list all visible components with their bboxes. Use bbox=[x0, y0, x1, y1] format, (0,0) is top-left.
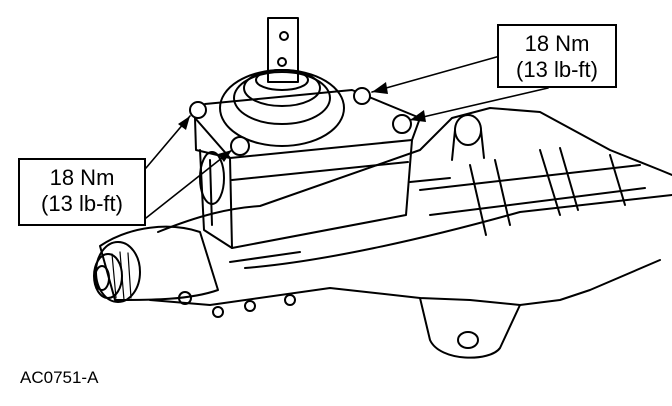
torque-value-nm: 18 Nm bbox=[524, 31, 590, 56]
case-rib-7 bbox=[429, 187, 646, 216]
housing-side-opening bbox=[199, 151, 225, 205]
bolt-front-left bbox=[189, 101, 207, 119]
case-outline bbox=[157, 107, 672, 233]
arrowhead-right-1 bbox=[372, 82, 388, 94]
case-rib-4 bbox=[559, 147, 579, 211]
bolt-rear-top bbox=[353, 87, 371, 105]
shifter-dome-inner bbox=[243, 69, 321, 107]
output-shaft-core bbox=[94, 265, 110, 291]
shift-lever bbox=[267, 17, 299, 83]
case-rib-8 bbox=[409, 177, 451, 183]
shifter-dome-mid bbox=[233, 71, 331, 125]
flange-bolt-1 bbox=[178, 291, 192, 305]
case-inner-line-1 bbox=[244, 194, 672, 269]
leader-right-2 bbox=[409, 87, 549, 121]
torque-value-lbft: (13 lb-ft) bbox=[41, 191, 123, 216]
flange-bolt-2 bbox=[212, 306, 224, 318]
case-rib-2 bbox=[494, 159, 511, 226]
arrowhead-left-1 bbox=[178, 116, 190, 130]
figure-id-label: AC0751-A bbox=[20, 368, 99, 387]
torque-value-nm: 18 Nm bbox=[49, 165, 115, 190]
flange-bolt-4 bbox=[284, 294, 296, 306]
case-inner-line-2 bbox=[229, 251, 301, 263]
torque-value-lbft: (13 lb-ft) bbox=[516, 57, 598, 82]
shift-housing-lip bbox=[231, 161, 409, 181]
case-rib-6 bbox=[419, 164, 641, 191]
case-rib-1 bbox=[469, 164, 487, 236]
case-lower-outline bbox=[149, 259, 661, 306]
torque-callout-left: 18 Nm (13 lb-ft) bbox=[18, 158, 146, 226]
bolt-front-mid bbox=[230, 136, 250, 156]
shifter-ring-top bbox=[255, 69, 309, 91]
arrowhead-left-2 bbox=[218, 150, 232, 162]
lower-bracket bbox=[419, 297, 521, 359]
case-boss bbox=[454, 114, 482, 146]
bracket-hole bbox=[457, 331, 479, 349]
bolt-rear-right bbox=[392, 114, 412, 134]
shift-housing-top bbox=[194, 89, 421, 159]
case-rib-5 bbox=[609, 154, 626, 206]
case-boss-side bbox=[451, 129, 485, 161]
flange-bolt-3 bbox=[244, 300, 256, 312]
lever-hole-bottom bbox=[277, 57, 287, 67]
arrowhead-right-2 bbox=[410, 110, 426, 122]
shift-housing-front bbox=[229, 139, 413, 249]
leader-left-2 bbox=[145, 149, 233, 219]
spline-teeth bbox=[111, 251, 132, 301]
case-rib-3 bbox=[539, 149, 561, 216]
shift-housing-inner bbox=[209, 159, 213, 226]
shift-housing-side-edge bbox=[199, 149, 233, 249]
front-snout bbox=[99, 225, 219, 301]
torque-callout-right: 18 Nm (13 lb-ft) bbox=[497, 24, 617, 88]
leader-right-1 bbox=[371, 55, 501, 93]
lever-hole-top bbox=[279, 31, 289, 41]
